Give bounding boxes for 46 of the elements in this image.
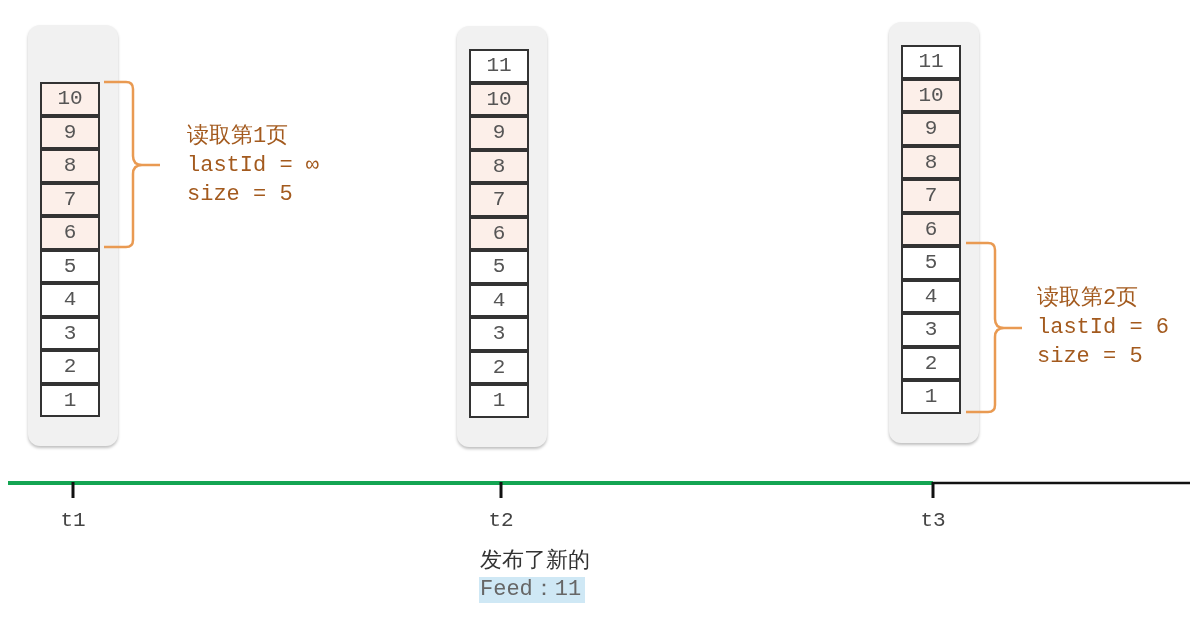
id-cell: 1	[901, 380, 961, 414]
tick-label: t3	[920, 508, 946, 534]
id-cell: 2	[40, 350, 100, 384]
annotation-text: size = 5	[1037, 343, 1143, 371]
id-cell: 10	[901, 78, 961, 112]
column-panel	[28, 25, 118, 446]
id-cell: 5	[901, 246, 961, 280]
tick-label: t2	[488, 508, 514, 534]
id-cell: 11	[901, 45, 961, 79]
annotation-text: lastId = ∞	[187, 152, 320, 180]
id-cell: 8	[469, 149, 529, 183]
tick-label: t1	[60, 508, 86, 534]
id-cell: 6	[901, 212, 961, 246]
id-cell: 3	[40, 316, 100, 350]
id-cell: 9	[40, 115, 100, 149]
id-cell: 7	[40, 182, 100, 216]
annotation-text: 读取第2页	[1037, 285, 1139, 313]
id-cell: 1	[40, 383, 100, 417]
id-cell: 6	[40, 216, 100, 250]
id-cell: 4	[901, 279, 961, 313]
id-cell: 8	[901, 145, 961, 179]
annotation-text: lastId = 6	[1037, 314, 1170, 342]
id-cell: 7	[901, 179, 961, 213]
id-cell: 2	[469, 350, 529, 384]
id-cell: 9	[901, 112, 961, 146]
note-text: Feed：11	[479, 577, 586, 603]
id-cell: 3	[469, 317, 529, 351]
id-cell: 5	[469, 250, 529, 284]
column-panel	[457, 26, 547, 447]
id-cell: 10	[40, 82, 100, 116]
id-cell: 4	[40, 283, 100, 317]
annotation-text: 读取第1页	[187, 123, 289, 151]
id-cell: 2	[901, 346, 961, 380]
id-cell: 10	[469, 82, 529, 116]
annotation-text: size = 5	[187, 181, 293, 209]
id-cell: 1	[469, 384, 529, 418]
column-panel	[889, 22, 979, 443]
id-cell: 9	[469, 116, 529, 150]
id-cell: 8	[40, 149, 100, 183]
id-cell: 6	[469, 216, 529, 250]
id-cell: 11	[469, 49, 529, 83]
id-cell: 3	[901, 313, 961, 347]
id-cell: 7	[469, 183, 529, 217]
id-cell: 4	[469, 283, 529, 317]
id-cell: 5	[40, 249, 100, 283]
note-text: 发布了新的	[480, 549, 590, 575]
